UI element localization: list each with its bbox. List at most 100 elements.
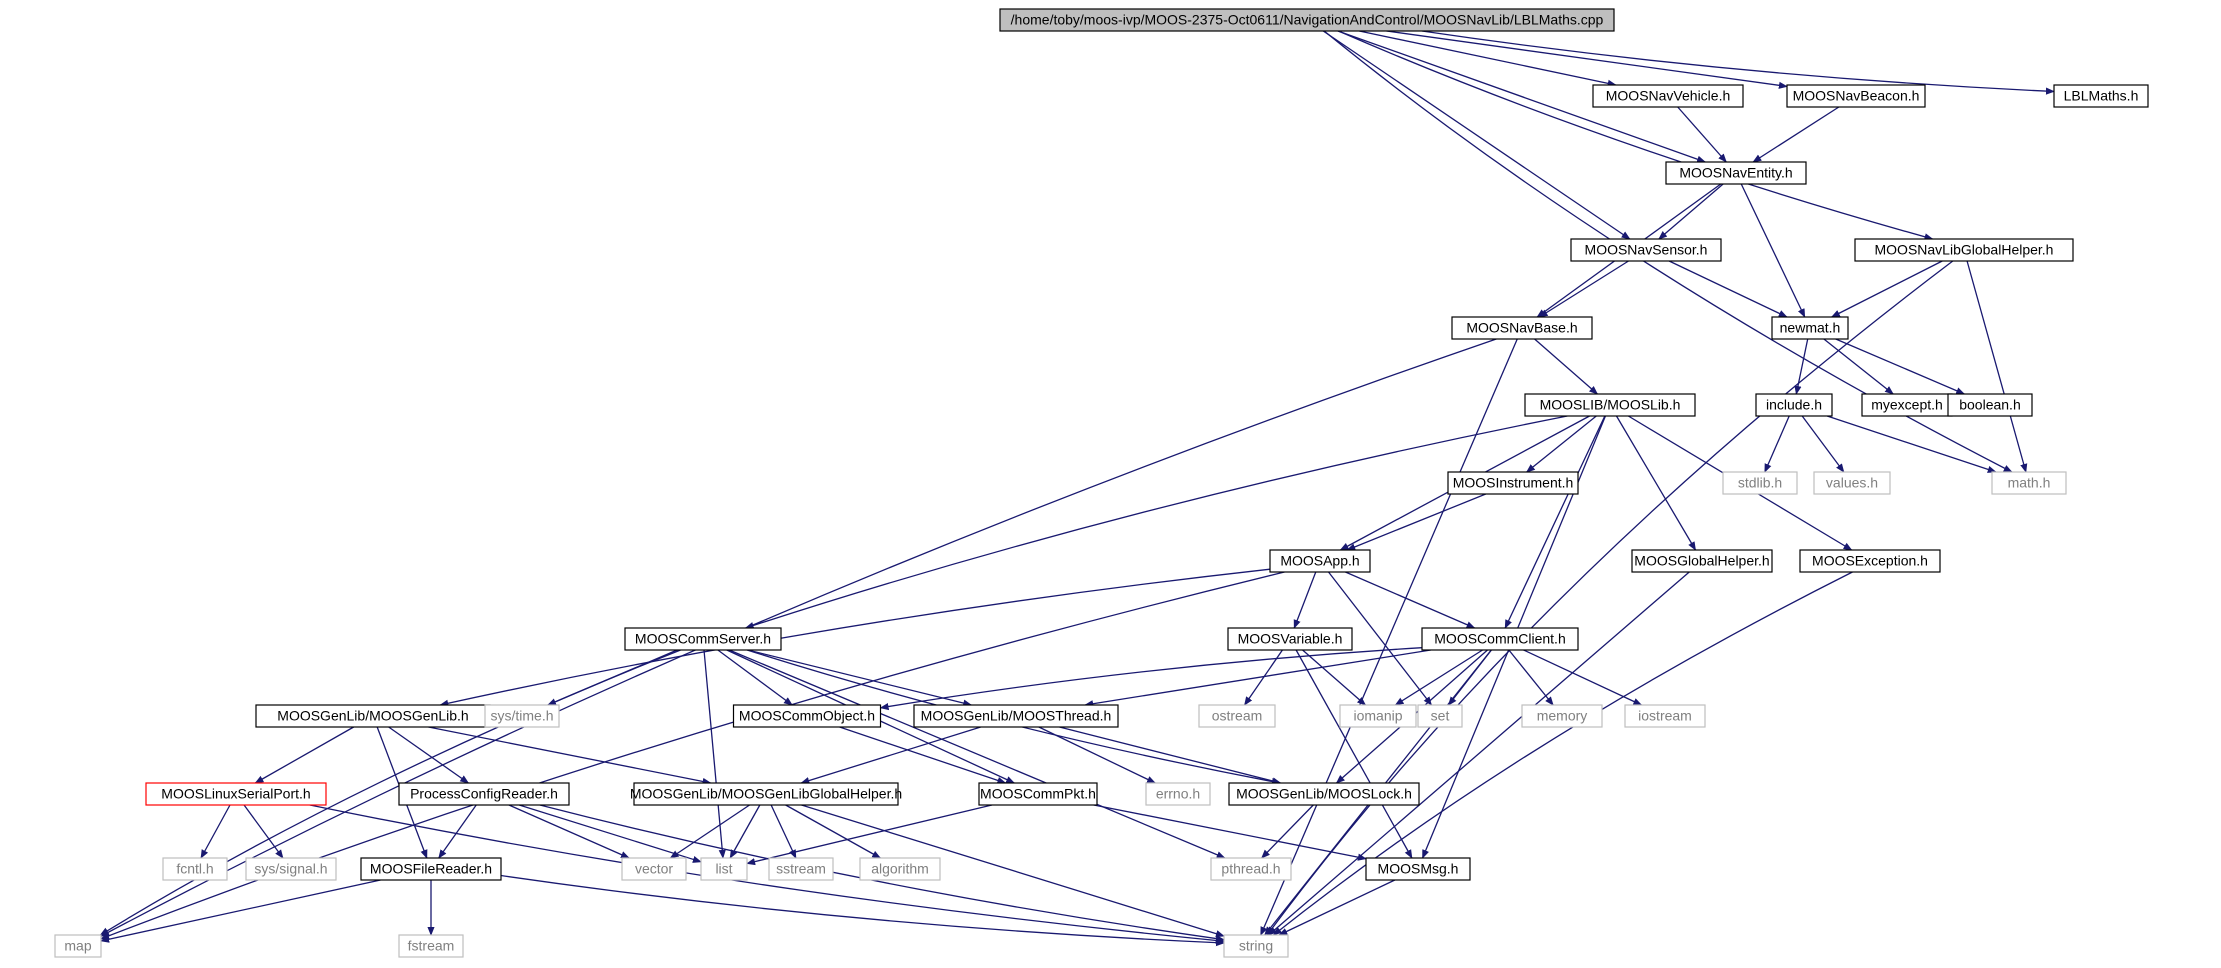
node-root[interactable]: /home/toby/moos-ivp/MOOS-2375-Oct0611/Na… [999, 8, 1615, 32]
node-msg-label: MOOSMsg.h [1378, 861, 1459, 877]
edge-commobject-to-commpkt [839, 726, 1007, 784]
node-commserver[interactable]: MOOSCommServer.h [624, 627, 782, 651]
node-navlibhelper[interactable]: MOOSNavLibGlobalHelper.h [1854, 238, 2074, 262]
node-navsensor[interactable]: MOOSNavSensor.h [1570, 238, 1722, 262]
node-naventity[interactable]: MOOSNavEntity.h [1665, 161, 1807, 185]
edge-serialport-to-string [309, 804, 1225, 945]
node-mooslib[interactable]: MOOSLIB/MOOSLib.h [1524, 393, 1696, 417]
nodes-layer: /home/toby/moos-ivp/MOOS-2375-Oct0611/Na… [54, 8, 2149, 958]
node-navbeacon[interactable]: MOOSNavBeacon.h [1786, 84, 1926, 108]
edge-naventity-to-navsensor [1658, 183, 1724, 240]
node-navvehicle[interactable]: MOOSNavVehicle.h [1592, 84, 1744, 108]
edge-commclient-to-iostream [1523, 649, 1643, 706]
node-map: map [54, 934, 102, 958]
node-sstream: sstream [768, 857, 834, 881]
edge-genlibhelper-to-string [801, 804, 1225, 938]
edge-commclient-to-memory [1508, 649, 1554, 706]
node-globalhelper[interactable]: MOOSGlobalHelper.h [1631, 549, 1773, 573]
node-thread[interactable]: MOOSGenLib/MOOSThread.h [913, 704, 1119, 728]
edge-commserver-to-pthread [728, 649, 1226, 859]
node-navbeacon-label: MOOSNavBeacon.h [1793, 88, 1920, 104]
node-genlibhelper-label: MOOSGenLib/MOOSGenLibGlobalHelper.h [630, 786, 902, 802]
node-navbeacon-box [1786, 84, 1926, 108]
node-lock-label: MOOSGenLib/MOOSLock.h [1236, 786, 1412, 802]
node-navvehicle-label: MOOSNavVehicle.h [1606, 88, 1731, 104]
node-instrument[interactable]: MOOSInstrument.h [1447, 471, 1579, 495]
node-commobject[interactable]: MOOSCommObject.h [732, 704, 882, 728]
node-commclient[interactable]: MOOSCommClient.h [1421, 627, 1579, 651]
edge-genlib-to-serialport [254, 726, 355, 784]
edge-app-to-variable [1293, 571, 1317, 629]
node-app[interactable]: MOOSApp.h [1269, 549, 1371, 573]
node-include-box [1755, 393, 1833, 417]
node-sstream-box [768, 857, 834, 881]
node-iostream-box [1624, 704, 1706, 728]
node-math-box [1991, 471, 2067, 495]
node-variable[interactable]: MOOSVariable.h [1227, 627, 1353, 651]
edge-mooslib-to-commclient [1504, 415, 1606, 629]
node-memory-box [1521, 704, 1603, 728]
edge-lock-to-pthread [1261, 804, 1314, 859]
node-systime-label: sys/time.h [490, 708, 553, 724]
node-syssignal-box [245, 857, 337, 881]
edge-commclient-to-iomanip [1394, 649, 1483, 706]
node-exception-box [1799, 549, 1941, 573]
node-lock[interactable]: MOOSGenLib/MOOSLock.h [1228, 782, 1420, 806]
node-globalhelper-label: MOOSGlobalHelper.h [1634, 553, 1769, 569]
node-list-box [700, 857, 748, 881]
node-instrument-box [1447, 471, 1579, 495]
edge-variable-to-msg [1295, 649, 1413, 859]
edge-commpkt-to-list [746, 804, 993, 866]
node-ostream: ostream [1198, 704, 1276, 728]
node-commpkt[interactable]: MOOSCommPkt.h [978, 782, 1098, 806]
edge-thread-to-errno [1038, 726, 1156, 784]
edge-navlibhelper-to-math [1966, 260, 2028, 473]
edge-genlibhelper-to-vector [669, 804, 750, 859]
edge-navbeacon-to-naventity [1752, 106, 1840, 163]
node-naventity-label: MOOSNavEntity.h [1679, 165, 1792, 181]
node-math-label: math.h [2008, 475, 2051, 491]
node-filereader-box [360, 857, 502, 881]
node-exception[interactable]: MOOSException.h [1799, 549, 1941, 573]
node-include[interactable]: include.h [1755, 393, 1833, 417]
node-myexcept[interactable]: myexcept.h [1861, 393, 1953, 417]
node-genlibhelper[interactable]: MOOSGenLib/MOOSGenLibGlobalHelper.h [630, 782, 902, 806]
node-msg[interactable]: MOOSMsg.h [1365, 857, 1471, 881]
node-newmat[interactable]: newmat.h [1771, 316, 1849, 340]
node-filereader[interactable]: MOOSFileReader.h [360, 857, 502, 881]
node-genlib[interactable]: MOOSGenLib/MOOSGenLib.h [255, 704, 491, 728]
edge-include-to-math [1826, 415, 1997, 473]
node-navsensor-box [1570, 238, 1722, 262]
edge-mooslib-to-commserver [744, 415, 1568, 629]
node-navbase[interactable]: MOOSNavBase.h [1451, 316, 1593, 340]
edge-genlib-to-genlibhelper [428, 726, 712, 785]
node-configreader-box [398, 782, 570, 806]
edge-genlibhelper-to-list [729, 804, 761, 859]
edge-commserver-to-list [703, 649, 726, 859]
node-configreader[interactable]: ProcessConfigReader.h [398, 782, 570, 806]
node-lock-box [1228, 782, 1420, 806]
node-stdlib-label: stdlib.h [1738, 475, 1782, 491]
edge-commpkt-to-msg [1093, 804, 1367, 861]
node-pthread-box [1210, 857, 1292, 881]
node-configreader-label: ProcessConfigReader.h [410, 786, 558, 802]
node-myexcept-label: myexcept.h [1871, 397, 1943, 413]
node-commserver-label: MOOSCommServer.h [635, 631, 771, 647]
edge-mooslib-to-instrument [1525, 415, 1597, 473]
node-boolean[interactable]: boolean.h [1947, 393, 2033, 417]
node-list-label: list [715, 861, 732, 877]
node-set-label: set [1431, 708, 1450, 724]
node-fstream-label: fstream [408, 938, 455, 954]
node-genlib-label: MOOSGenLib/MOOSGenLib.h [277, 708, 468, 724]
edge-app-to-commclient [1345, 571, 1476, 629]
node-lblmaths-box [2053, 84, 2149, 108]
node-serialport[interactable]: MOOSLinuxSerialPort.h [145, 782, 327, 806]
node-string-box [1223, 934, 1289, 958]
node-fstream-box [398, 934, 464, 958]
edge-configreader-to-list [519, 804, 702, 863]
node-fstream: fstream [398, 934, 464, 958]
node-lblmaths[interactable]: LBLMaths.h [2053, 84, 2149, 108]
node-sstream-label: sstream [776, 861, 826, 877]
edge-globalhelper-to-string [1268, 571, 1690, 936]
edge-exception-to-string [1272, 571, 1853, 936]
